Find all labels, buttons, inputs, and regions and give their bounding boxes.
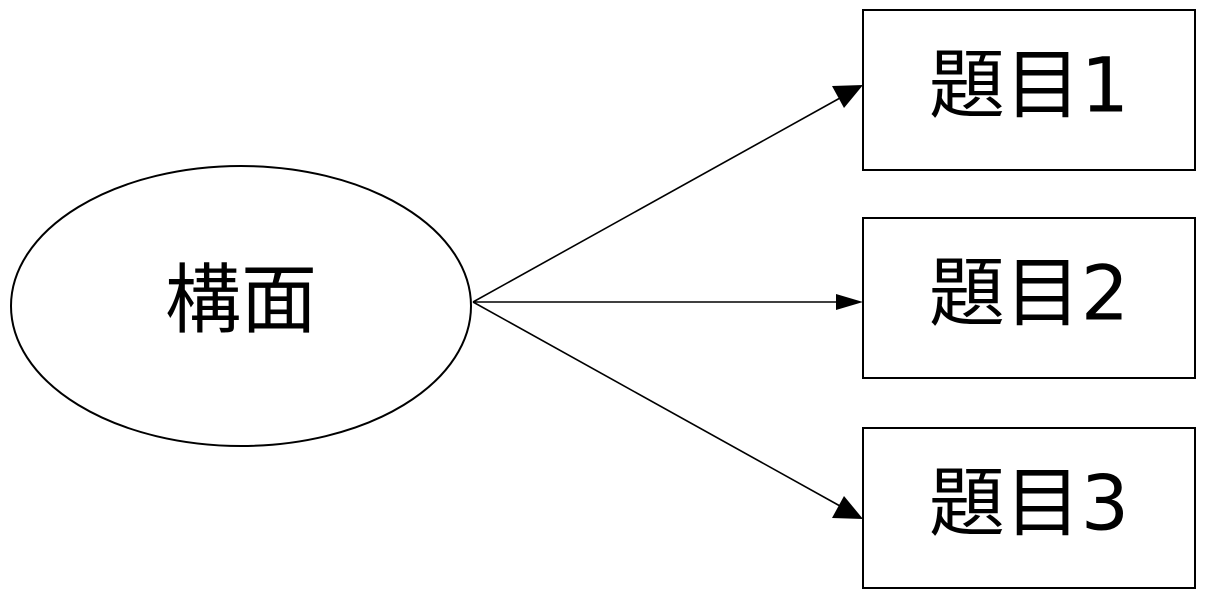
item-box [862, 9, 1196, 171]
edge-construct-item1 [472, 85, 863, 303]
item-label: 題目1 [929, 41, 1129, 130]
arrowhead [836, 294, 863, 310]
arrowhead [832, 85, 863, 108]
item-node-3: 題目3 [862, 427, 1196, 589]
arrowhead [832, 496, 863, 519]
item-node-1: 題目1 [862, 9, 1196, 171]
item-node-2: 題目2 [862, 217, 1196, 379]
edge-construct-item3 [472, 301, 863, 519]
item-box [862, 217, 1196, 379]
edge-line [472, 97, 841, 303]
item-label: 題目3 [929, 459, 1129, 548]
item-label: 題目2 [929, 249, 1129, 338]
edge-construct-item2 [473, 294, 863, 310]
construct-label: 構面 [165, 256, 317, 345]
construct-ellipse [10, 165, 472, 447]
edge-line [472, 301, 841, 507]
item-box [862, 427, 1196, 589]
construct-node: 構面 [10, 165, 472, 447]
